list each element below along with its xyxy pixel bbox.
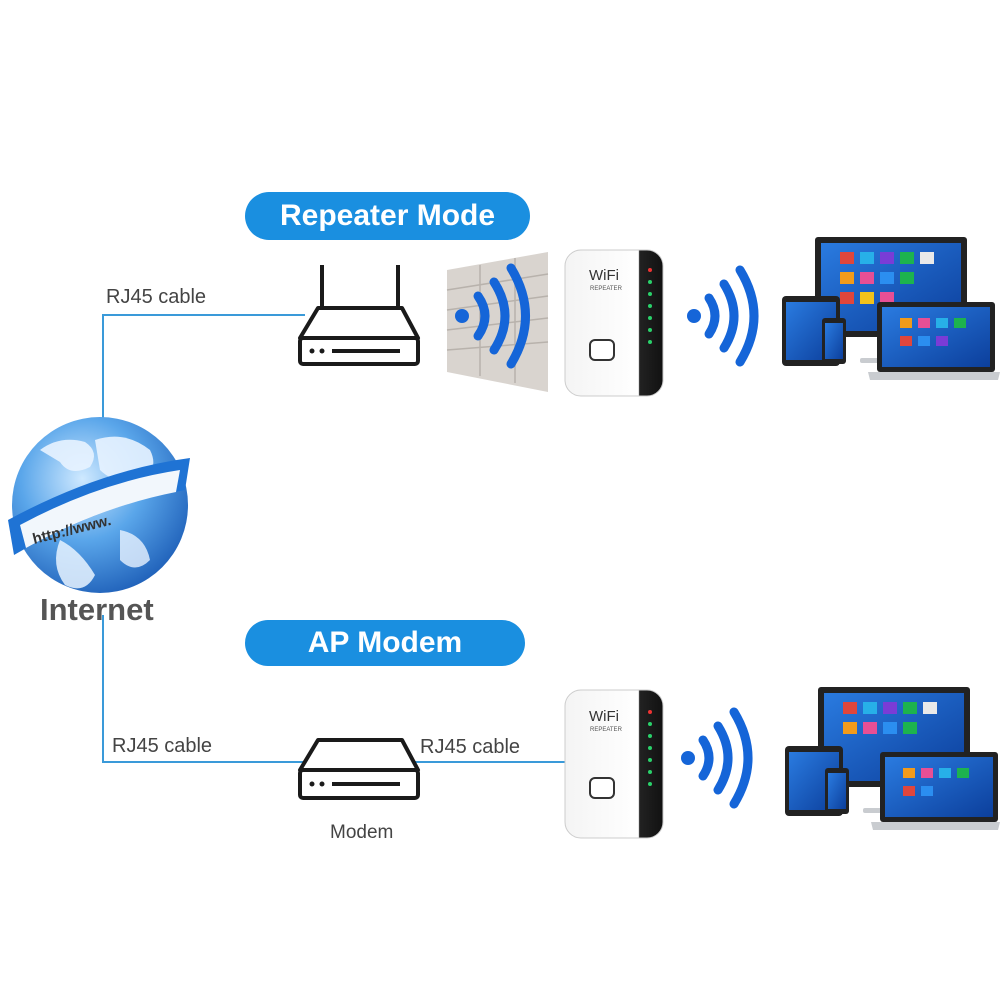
repeater-device-bottom: WiFi REPEATER — [564, 689, 664, 839]
repeater-brand-text: WiFi — [589, 708, 619, 725]
cable-bottom-left — [102, 615, 305, 763]
cable-label-bottom-left: RJ45 cable — [112, 735, 213, 757]
wifi-signal-top-icon — [687, 265, 759, 367]
cable-label-top: RJ45 cable — [106, 286, 207, 308]
repeater-sub-text: REPEATER — [590, 727, 623, 733]
repeater-device-top: WiFi REPEATER — [564, 249, 664, 397]
modem-icon — [298, 738, 420, 800]
ap-modem-title: AP Modem — [245, 620, 525, 666]
wifi-signal-bottom-icon — [681, 707, 753, 809]
cable-lines — [102, 314, 570, 763]
modem-label: Modem — [330, 822, 394, 843]
client-devices-top — [782, 237, 1000, 380]
router-icon — [298, 265, 420, 366]
cable-label-bottom-right: RJ45 cable — [420, 736, 521, 758]
repeater-mode-title: Repeater Mode — [245, 192, 530, 240]
wifi-signal-wall-icon — [455, 263, 530, 369]
cable-top — [102, 314, 305, 425]
globe-icon: http://www. — [8, 417, 190, 593]
repeater-sub-text: REPEATER — [590, 286, 623, 292]
internet-label: Internet — [40, 592, 154, 627]
repeater-brand-text: WiFi — [589, 267, 619, 284]
client-devices-bottom — [785, 687, 1000, 830]
